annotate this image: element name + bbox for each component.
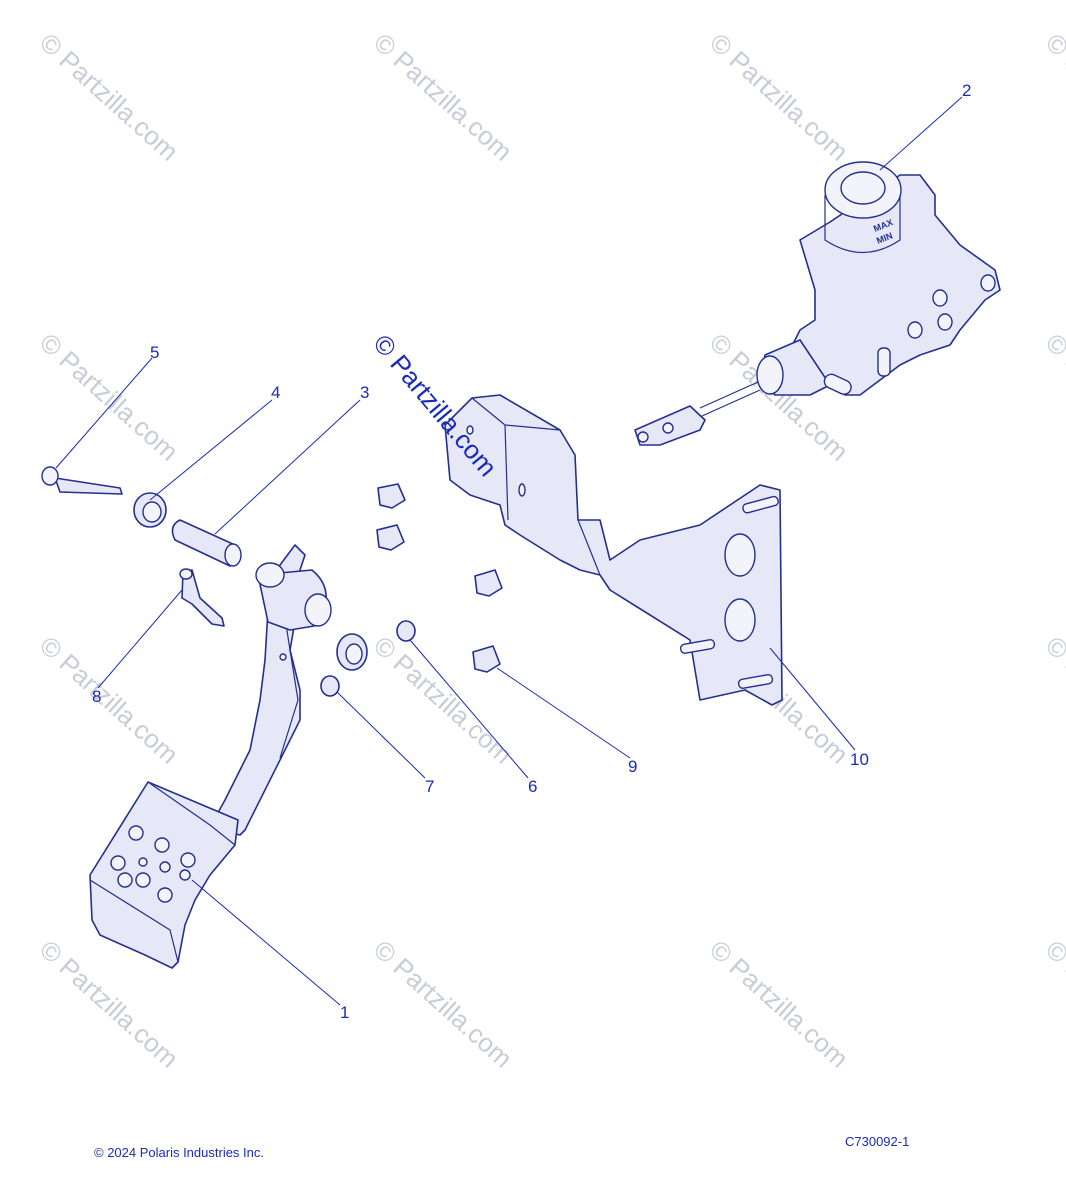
watermark: © Partzilla.com xyxy=(34,27,184,167)
part-3-spacer-sleeve xyxy=(171,519,242,567)
callout-1: 1 xyxy=(340,1003,349,1022)
watermark: © Partzilla.com xyxy=(34,327,184,467)
part-7-bushing xyxy=(320,675,340,697)
part-6-bushing xyxy=(396,620,416,642)
part-4-bushing xyxy=(133,492,167,528)
part-9-flange-nuts xyxy=(376,483,503,673)
part-10-mounting-bracket xyxy=(444,394,783,706)
watermark: © Partzilla.com xyxy=(34,630,184,770)
part-1-brake-pedal xyxy=(89,544,332,969)
callout-10: 10 xyxy=(850,750,869,769)
part-5-bolt xyxy=(41,466,123,495)
callout-4: 4 xyxy=(271,383,280,402)
pivot-washer xyxy=(336,633,368,671)
diagram-code: C730092-1 xyxy=(845,1134,910,1149)
watermark: © Partzilla.com xyxy=(1040,934,1066,1074)
leader-lines xyxy=(55,96,963,1006)
callout-9: 9 xyxy=(628,757,637,776)
callout-8: 8 xyxy=(92,687,101,706)
callout-3: 3 xyxy=(360,383,369,402)
watermark: © Partzilla.com xyxy=(368,934,518,1074)
callout-7: 7 xyxy=(425,777,434,796)
callout-2: 2 xyxy=(962,81,971,100)
watermark: © Partzilla.com xyxy=(704,934,854,1074)
watermark: © Partzilla.com xyxy=(368,27,518,167)
watermark: © Partzilla.com xyxy=(704,27,854,167)
part-2-master-cylinder: MAX MIN xyxy=(634,161,1001,446)
watermark: © Partzilla.com xyxy=(1040,630,1066,770)
copyright-text: © 2024 Polaris Industries Inc. xyxy=(94,1145,264,1160)
callout-5: 5 xyxy=(150,343,159,362)
watermark: © Partzilla.com xyxy=(1040,327,1066,467)
callout-labels: 1 2 3 4 5 6 7 8 9 10 xyxy=(92,81,971,1022)
callout-6: 6 xyxy=(528,777,537,796)
part-8-pivot-pin xyxy=(179,568,225,627)
watermark: © Partzilla.com xyxy=(1040,27,1066,167)
